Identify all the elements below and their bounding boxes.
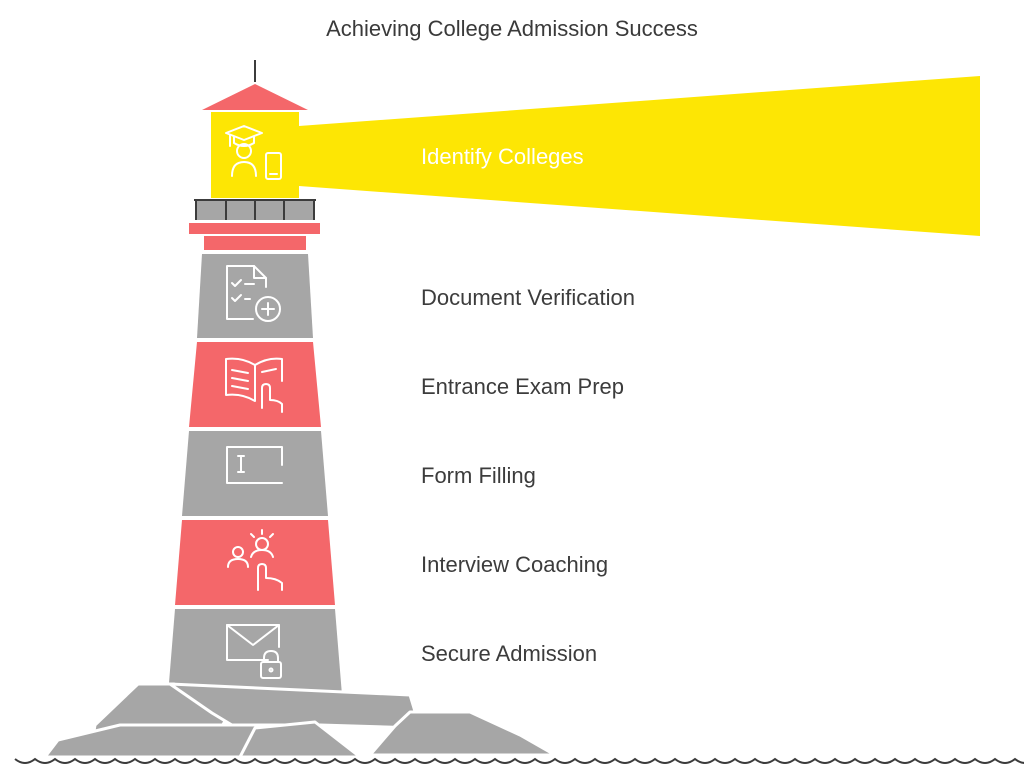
stage-label-entrance-exam-prep: Entrance Exam Prep — [421, 374, 624, 399]
stage-label-interview-coaching: Interview Coaching — [421, 552, 609, 577]
stage-label-form-filling: Form Filling — [421, 463, 536, 488]
checklist-document-plus-icon — [226, 265, 281, 322]
stage-label-secure-admission: Secure Admission — [421, 641, 598, 666]
gallery-railing — [194, 199, 316, 220]
gallery-deck — [189, 223, 320, 234]
stage-label-document-verification: Document Verification — [421, 285, 635, 310]
graduate-mobile-icon — [225, 125, 282, 180]
text-input-cursor-icon — [226, 446, 283, 484]
people-hand-pointer-icon — [227, 529, 283, 591]
envelope-lock-icon — [226, 624, 282, 679]
lighthouse-roof — [202, 84, 308, 110]
water-waves — [14, 757, 1024, 764]
rocks — [43, 682, 557, 759]
lantern-room — [211, 112, 299, 198]
stage-label-identify-colleges: Identify Colleges — [421, 144, 584, 169]
diagram-title: Achieving College Admission Success — [326, 16, 698, 41]
tower-band-interview-coaching — [175, 520, 335, 605]
gallery-base — [204, 236, 306, 250]
light-beam — [299, 76, 980, 236]
open-book-pointer-icon — [225, 357, 283, 413]
tower-band-form-filling — [182, 431, 328, 516]
tower-band-secure-admission — [168, 609, 342, 695]
